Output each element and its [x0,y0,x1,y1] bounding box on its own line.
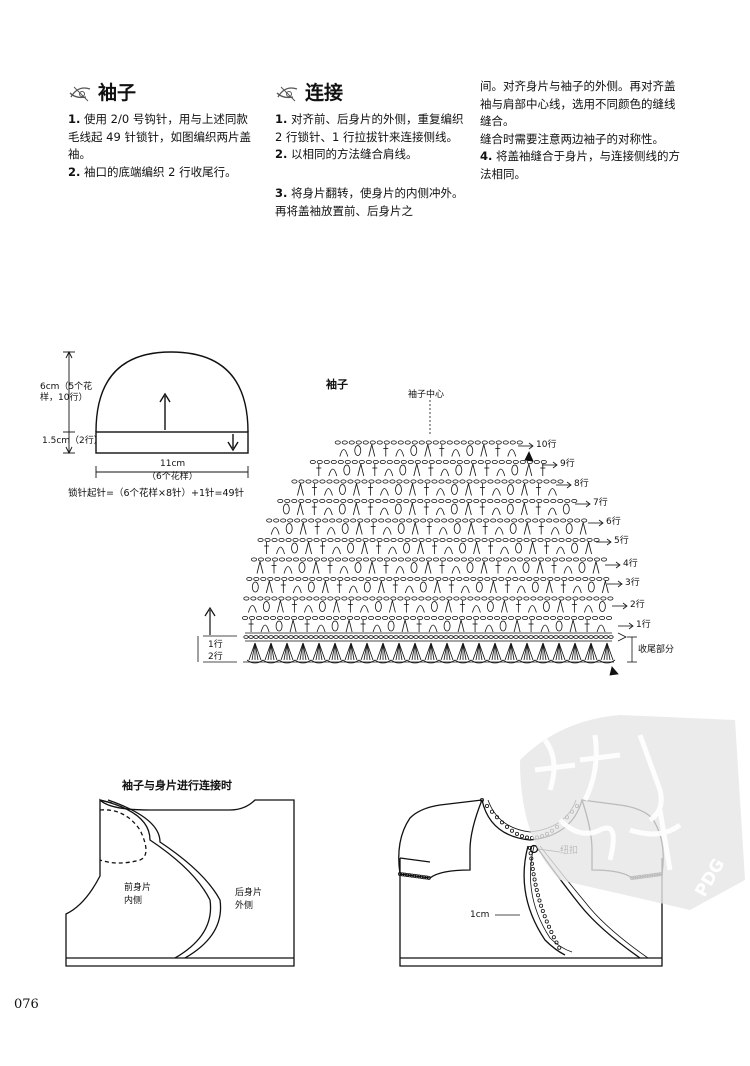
join-step-4: 4. 将盖袖缝合于身片，与连接侧线的方法相同。 [480,149,681,181]
front-panel-label-1: 前身片 [124,883,152,893]
page-number: 076 [14,997,39,1012]
sleeve-section-title: 袖子 [98,82,137,104]
chart-center-label: 袖子中心 [408,390,445,400]
join-step-3-part2: 间。对齐身片与袖子的外侧。再对齐盖袖与肩部中心线，选用不同颜色的缝线缝合。 [480,79,676,128]
join-section-title: 连接 [305,82,344,104]
join-note: 缝合时需要注意两边袖子的对称性。 [480,131,664,146]
sleeve-section-heading: 袖子 [68,78,258,105]
chart-row-label: 3行 [625,578,640,588]
chart-row-label: 6行 [606,517,621,527]
button-label: 纽扣 [560,846,579,856]
sleeve-step-2: 2. 袖口的底端编织 2 行收尾行。 [68,164,237,179]
width-sub-label: （6个花样） [147,472,198,482]
knitting-icon [276,86,298,101]
join-section-heading: 连接 [275,78,467,105]
chart-left-row-2: 2行 [208,652,223,662]
sleeve-instructions: 1. 使用 2/0 号钩针，用与上述同款毛线起 49 针锁针，如图编织两片盖袖。… [68,111,258,181]
join-instructions-b: 间。对齐身片与袖子的外侧。再对齐盖袖与肩部中心线，选用不同颜色的缝线缝合。 缝合… [480,78,685,183]
height-top-label: 6cm（5个花样，10行） [40,382,93,403]
chart-row-label: 8行 [574,479,589,489]
chart-row-label: 7行 [593,498,608,508]
back-panel-label-1: 后身片 [235,888,263,898]
width-label: 11cm [160,459,186,469]
join-section: 连接 1. 对齐前、后身片的外侧，重复编织 2 行锁针、1 行拉拔针来连接侧线。… [275,78,467,164]
joining-title: 袖子与身片进行连接时 [122,779,232,792]
knitting-icon [69,86,91,101]
chart-row-label: 5行 [614,536,629,546]
chart-left-row-1: 1行 [208,640,223,650]
join-instructions-a: 1. 对齐前、后身片的外侧，重复编织 2 行锁针、1 行拉拔针来连接侧线。 2.… [275,111,467,164]
chart-title: 袖子 [326,378,348,391]
chart-row-label: 9行 [560,459,575,469]
sleeve-section: 袖子 1. 使用 2/0 号钩针，用与上述同款毛线起 49 针锁针，如图编织两片… [68,78,258,181]
chart-row-label: 1行 [636,620,651,630]
chart-row-label: 10行 [536,440,557,450]
join-step-3-part1: 3. 将身片翻转，使身片的内侧冲外。再将盖袖放置前、后身片之 [275,186,464,218]
watermark-text: PDG [691,855,730,901]
sleeve-step-1: 1. 使用 2/0 号钩针，用与上述同款毛线起 49 针锁针，如图编织两片盖袖。 [68,112,251,161]
finish-label: 收尾部分 [638,645,675,655]
height-bottom-label: 1.5cm（2行） [42,436,103,446]
join-step-2: 2. 以相同的方法缝合肩线。 [275,147,418,161]
back-panel-label-2: 外侧 [235,901,254,911]
chain-formula: 锁针起针=（6个花样×8针）+1针=49针 [68,488,245,499]
front-panel-label-2: 内侧 [124,896,143,906]
chart-row-label: 2行 [630,600,645,610]
edge-width-label: 1cm [470,910,490,920]
join-step-1: 1. 对齐前、后身片的外侧，重复编织 2 行锁针、1 行拉拔针来连接侧线。 [275,112,464,144]
chart-row-label: 4行 [623,559,638,569]
